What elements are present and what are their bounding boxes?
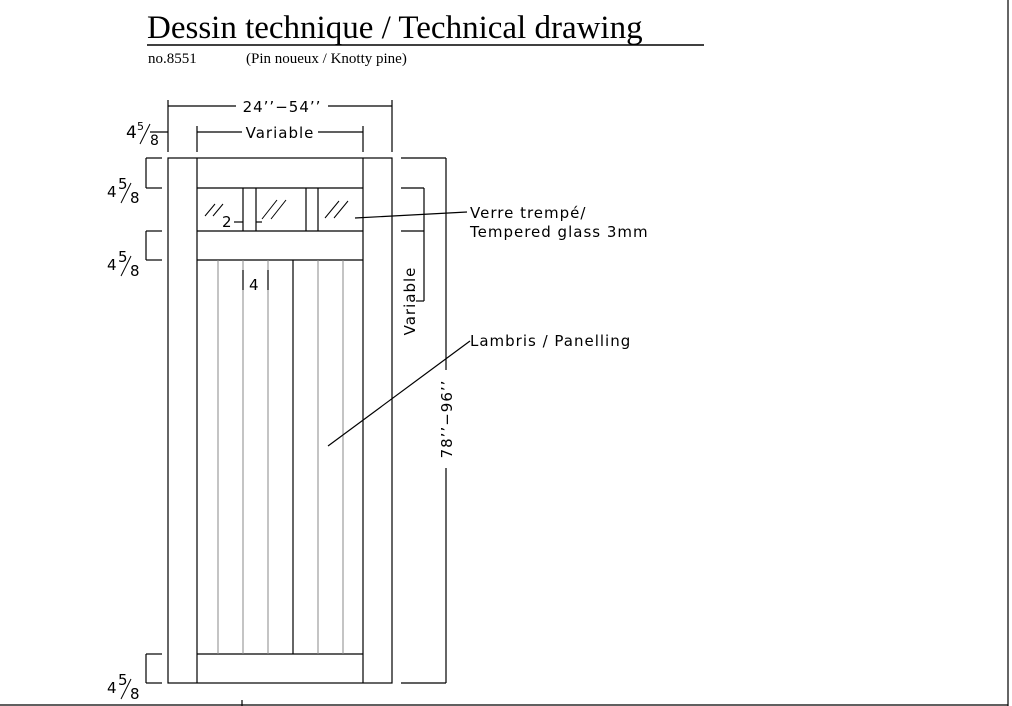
- svg-text:5: 5: [118, 671, 129, 689]
- page-title: Dessin technique / Technical drawing: [147, 10, 643, 46]
- svg-text:5: 5: [118, 175, 129, 193]
- svg-text:8: 8: [130, 189, 141, 207]
- svg-text:4: 4: [126, 123, 138, 143]
- material-label: (Pin noueux / Knotty pine): [246, 51, 407, 67]
- rail-dimension-bottom: 4 5 8: [107, 653, 162, 703]
- svg-text:Verre trempé/: Verre trempé/: [470, 204, 586, 222]
- fraction-slash: [139, 123, 151, 145]
- glass-height-dimension: Variable: [401, 187, 425, 336]
- panelling-callout: Lambris / Panelling: [327, 332, 631, 447]
- svg-text:24’’−54’’: 24’’−54’’: [243, 98, 322, 116]
- svg-text:Variable: Variable: [401, 267, 419, 336]
- svg-text:Lambris / Panelling: Lambris / Panelling: [470, 332, 631, 350]
- svg-text:Variable: Variable: [246, 124, 315, 142]
- svg-text:4: 4: [107, 679, 118, 697]
- rail-dimension-top: 4 5 / 8: [126, 120, 160, 149]
- glass-mullions: [242, 188, 319, 231]
- svg-text:4: 4: [249, 276, 260, 294]
- svg-text:5: 5: [118, 248, 129, 266]
- svg-text:5: 5: [137, 120, 145, 133]
- svg-text:8: 8: [130, 685, 141, 703]
- svg-text:Tempered glass 3mm: Tempered glass 3mm: [469, 223, 649, 241]
- fraction-slash: [120, 678, 132, 700]
- inner-width-dimension: Variable: [150, 124, 364, 152]
- rail-dimension-2: 4 5 8: [107, 157, 162, 207]
- door-outline: [167, 157, 393, 684]
- fraction-slash: [120, 182, 132, 204]
- mullion-dimension: 2: [222, 213, 262, 231]
- svg-text:8: 8: [130, 262, 141, 280]
- glass-callout: Verre trempé/ Tempered glass 3mm: [354, 204, 649, 241]
- svg-text:8: 8: [150, 133, 160, 149]
- product-number: no.8551: [148, 51, 197, 67]
- svg-text:78’’−96’’: 78’’−96’’: [438, 380, 456, 459]
- board-dimension: 4: [242, 270, 269, 294]
- svg-text:2: 2: [222, 213, 233, 231]
- svg-text:4: 4: [107, 183, 118, 201]
- svg-text:4: 4: [107, 256, 118, 274]
- height-dimension: 78’’−96’’: [401, 157, 456, 684]
- panel-boards: [217, 260, 344, 654]
- fraction-slash: [120, 255, 132, 277]
- rail-dimension-3: 4 5 8: [107, 230, 162, 280]
- door-drawing: [167, 157, 393, 684]
- width-dimension: 24’’−54’’: [167, 98, 393, 152]
- glass-hatch-icon: [204, 199, 349, 220]
